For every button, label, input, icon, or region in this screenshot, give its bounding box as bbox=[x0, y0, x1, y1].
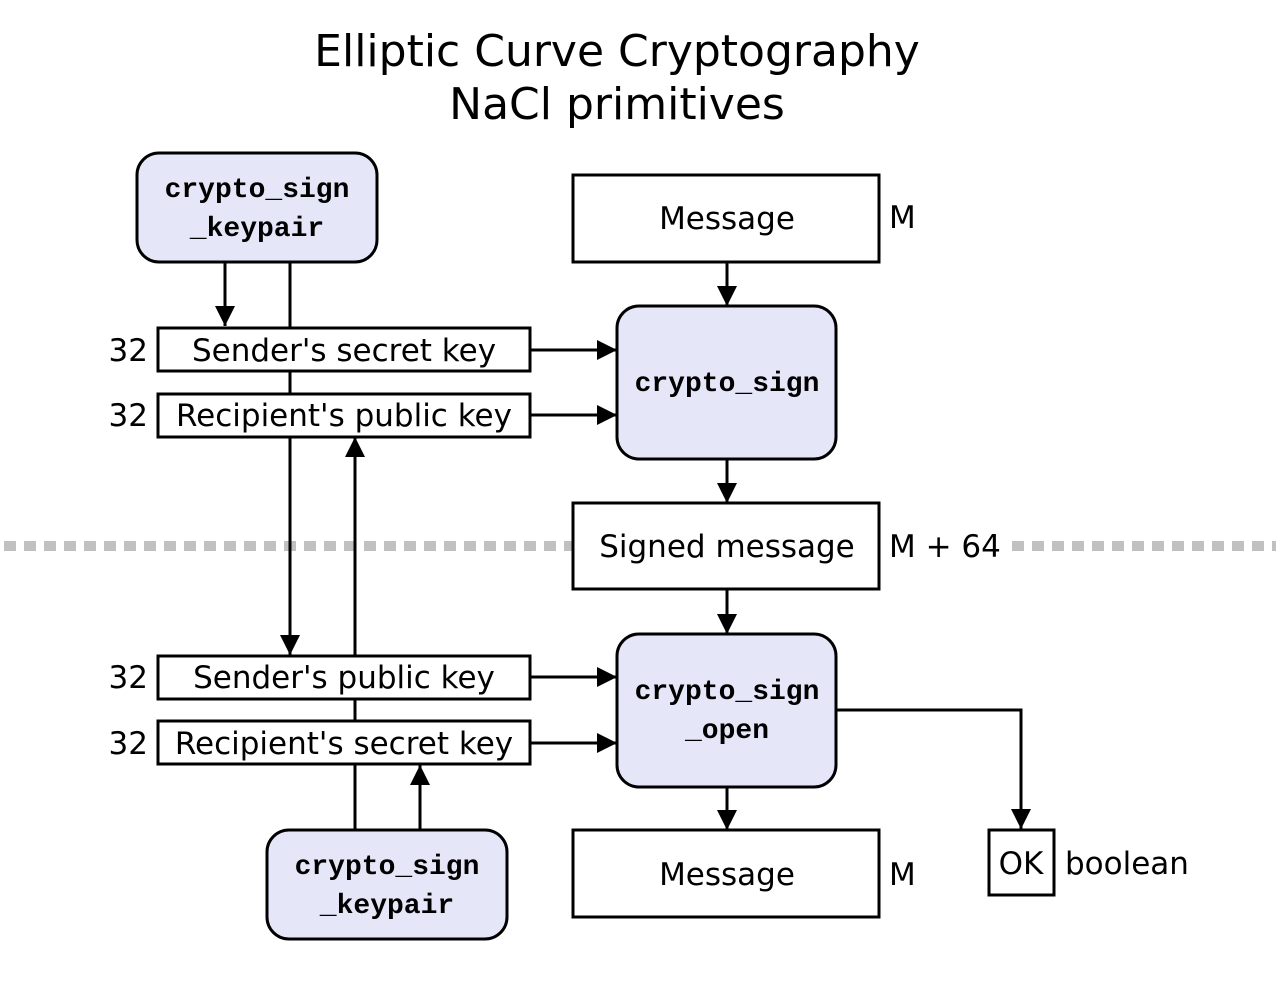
sender-secret-key-box: Sender's secret key bbox=[156, 326, 532, 373]
crypto-sign-label: crypto_sign bbox=[635, 369, 820, 400]
keypair-bottom-line1: crypto_sign bbox=[295, 852, 480, 883]
recipient-secret-key-box: Recipient's secret key bbox=[156, 719, 532, 766]
crypto-sign-keypair-bottom-box: crypto_sign _keypair bbox=[265, 828, 509, 941]
sender-secret-key-label: Sender's secret key bbox=[192, 333, 496, 369]
ok-type: boolean bbox=[1065, 846, 1189, 882]
keypair-bottom-line2: _keypair bbox=[319, 891, 454, 922]
recipient-secret-key-size: 32 bbox=[109, 726, 148, 762]
crypto-sign-open-line2: _open bbox=[684, 716, 769, 747]
keypair-top-line1: crypto_sign bbox=[165, 175, 350, 206]
signed-message-label: Signed message bbox=[599, 529, 855, 565]
crypto-sign-open-line1: crypto_sign bbox=[635, 677, 820, 708]
sender-public-key-size: 32 bbox=[109, 660, 148, 696]
diagram-title-line1: Elliptic Curve Cryptography bbox=[314, 26, 920, 77]
message-output-size: M bbox=[889, 857, 916, 893]
sender-public-key-label: Sender's public key bbox=[193, 660, 495, 696]
diagram-title-line2: NaCl primitives bbox=[449, 79, 785, 130]
signed-message-size: M + 64 bbox=[889, 529, 1001, 565]
signed-message-box: Signed message bbox=[571, 501, 881, 591]
ok-box: OK bbox=[987, 828, 1056, 897]
recipient-public-key-label: Recipient's public key bbox=[176, 398, 512, 434]
message-output-label: Message bbox=[659, 857, 795, 893]
crypto-sign-open-box: crypto_sign _open bbox=[615, 632, 838, 789]
message-output-box: Message bbox=[571, 828, 881, 919]
message-input-box: Message bbox=[571, 173, 881, 264]
sender-public-key-box: Sender's public key bbox=[156, 654, 532, 701]
message-input-size: M bbox=[889, 200, 916, 236]
arrow-open-to-ok bbox=[836, 708, 1031, 829]
ok-label: OK bbox=[999, 846, 1044, 882]
keypair-top-line2: _keypair bbox=[189, 214, 324, 245]
crypto-sign-box: crypto_sign bbox=[615, 304, 838, 461]
sender-secret-key-size: 32 bbox=[109, 333, 148, 369]
crypto-sign-keypair-top-box: crypto_sign _keypair bbox=[135, 151, 379, 264]
message-input-label: Message bbox=[659, 201, 795, 237]
recipient-public-key-size: 32 bbox=[109, 398, 148, 434]
recipient-public-key-box: Recipient's public key bbox=[156, 392, 532, 439]
recipient-secret-key-label: Recipient's secret key bbox=[175, 726, 513, 762]
